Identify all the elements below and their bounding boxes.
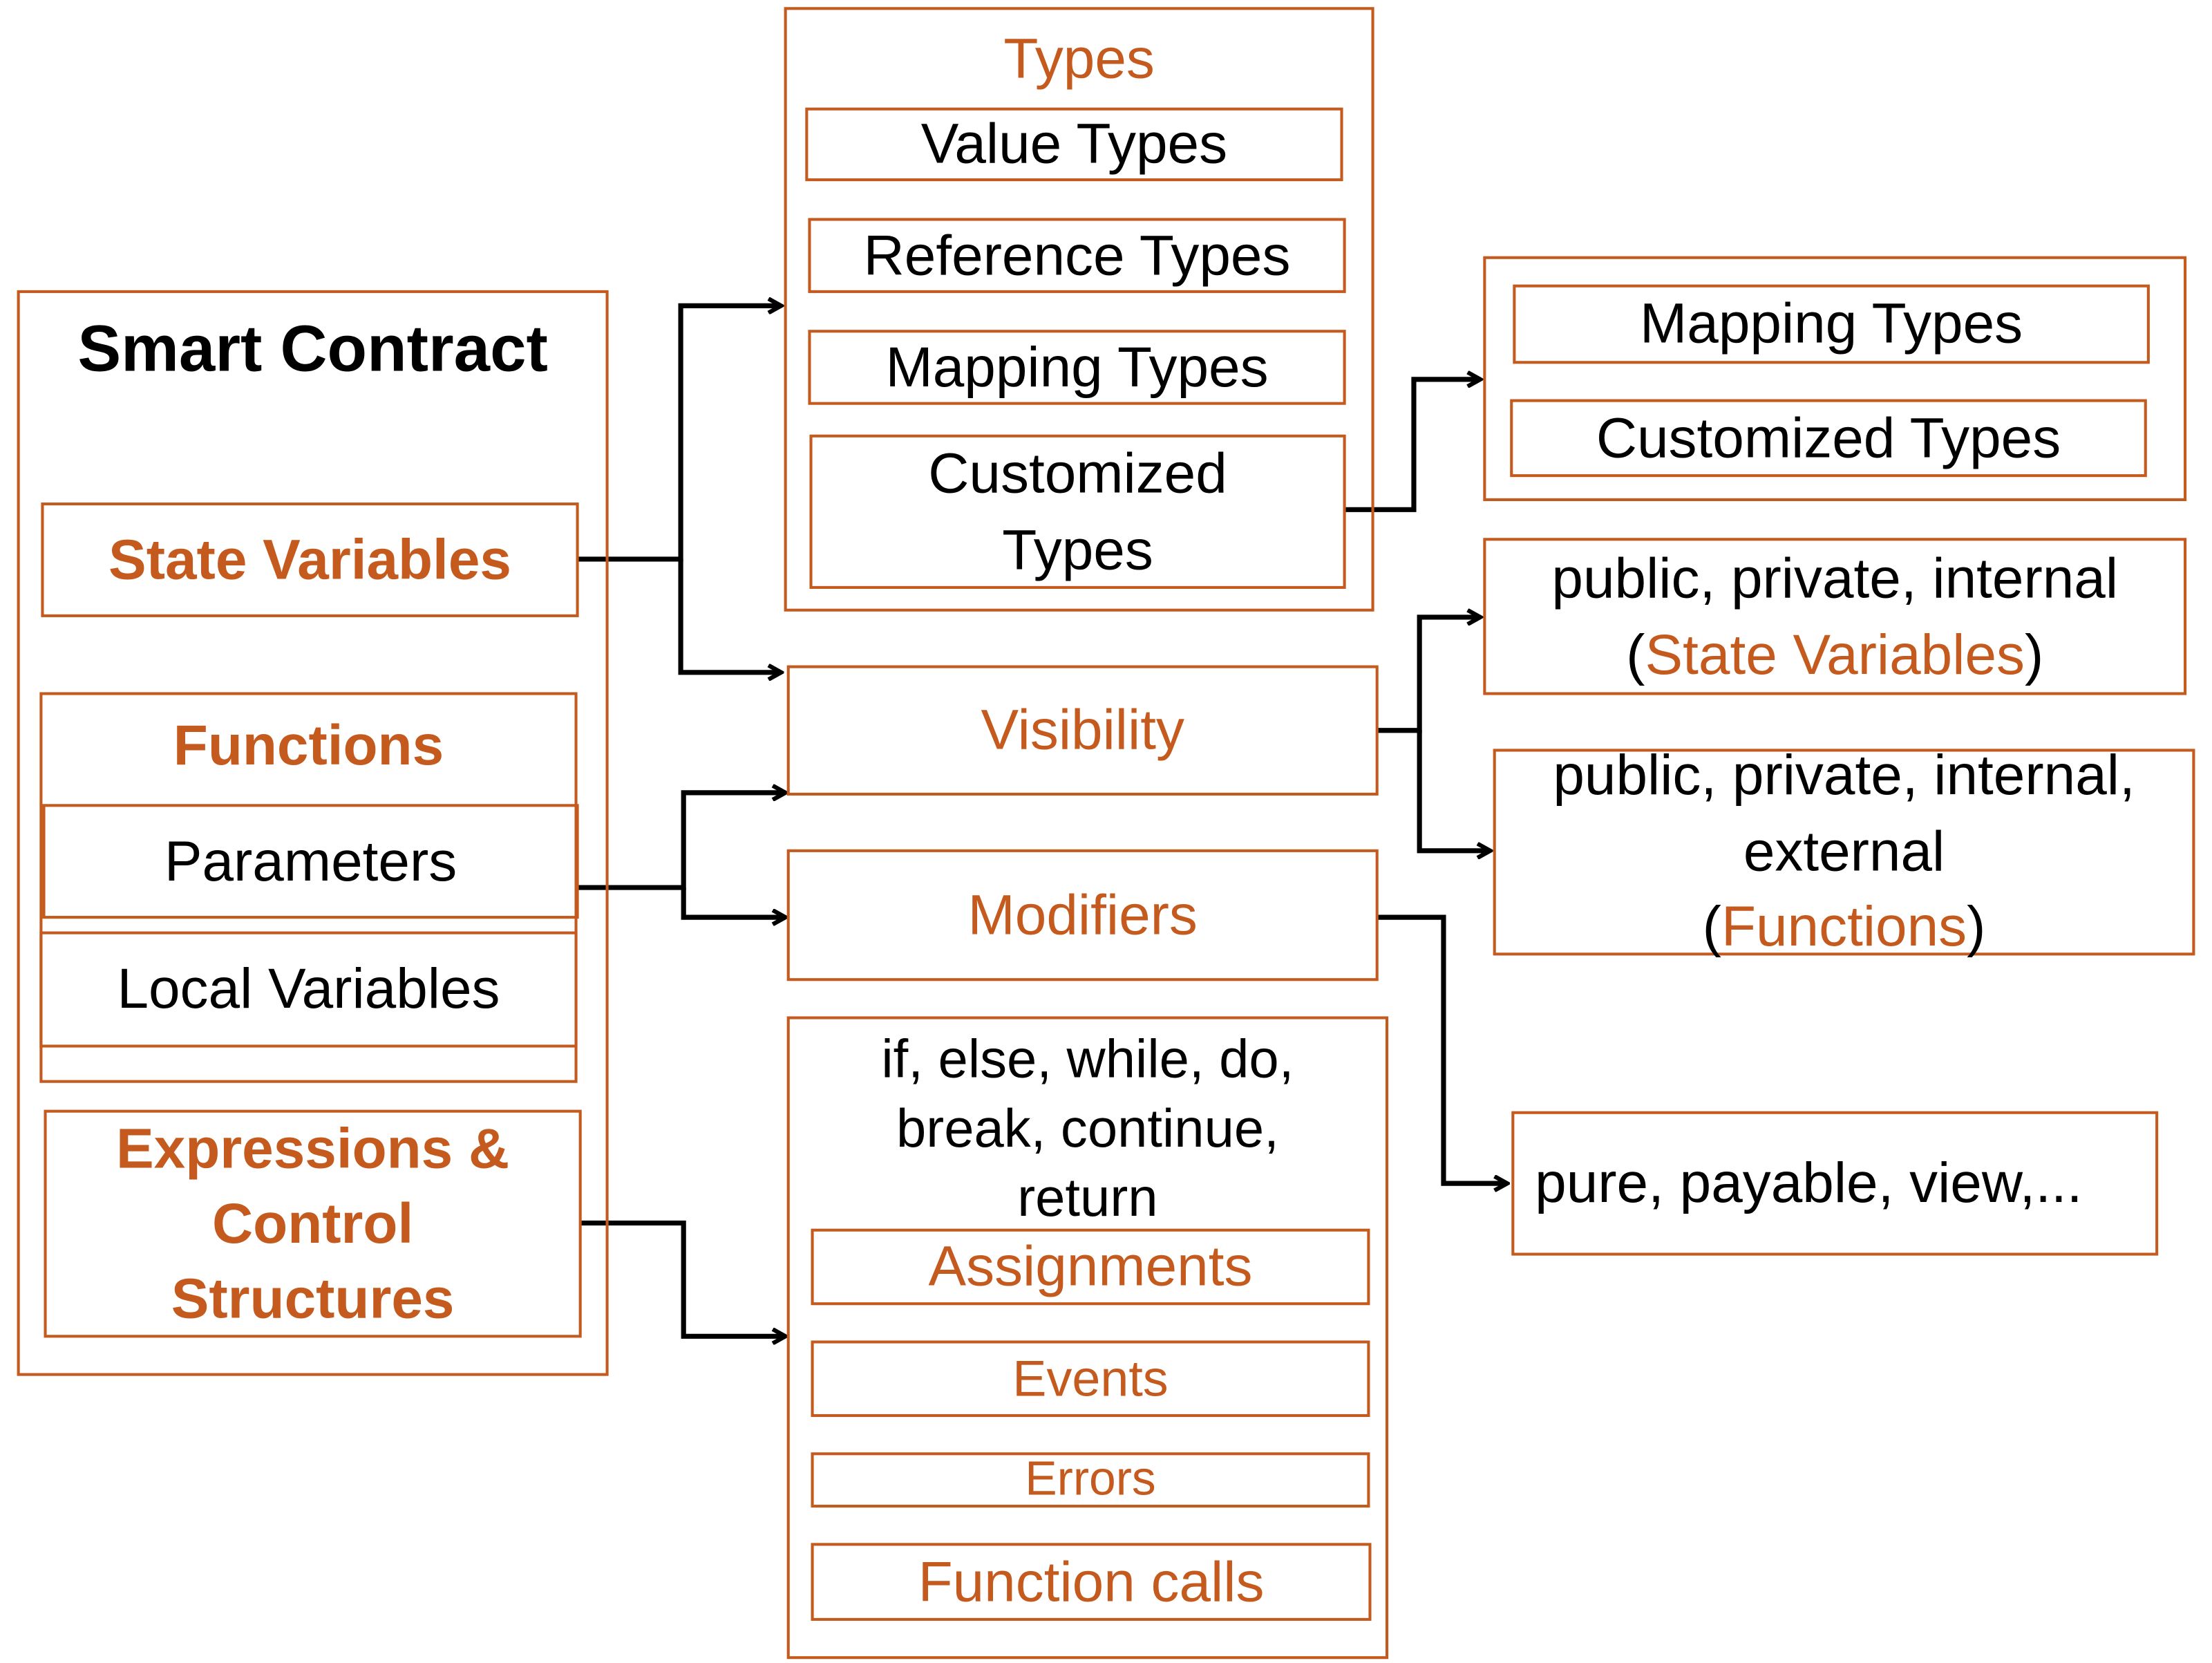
types-title: Types (1003, 28, 1155, 91)
custom-types-detail-container (1483, 256, 2187, 501)
errors-label: Errors (1025, 1451, 1156, 1506)
paren-open: ( (1626, 624, 1645, 687)
customized-types-box (809, 434, 1346, 589)
control-keywords-line2: break, continue, (896, 1100, 1279, 1161)
errors-box (811, 1452, 1370, 1508)
visibility-functions-line1: public, private, internal, (1553, 744, 2135, 807)
arrow-parameters-to-visibility (577, 793, 786, 890)
value-types-label: Value Types (920, 113, 1228, 176)
arrow-parameters-to-modifiers (681, 887, 785, 917)
function-calls-label: Function calls (918, 1550, 1265, 1613)
detail-mapping-types-box (1513, 284, 2150, 364)
modifiers-box (786, 849, 1379, 981)
visibility-state-box (1483, 538, 2187, 695)
value-types-box (805, 107, 1343, 182)
visibility-functions-line3: (Functions) (1493, 889, 2195, 966)
mapping-types-label: Mapping Types (885, 336, 1269, 399)
smart-contract-container (17, 290, 609, 1376)
visibility-box (786, 665, 1379, 796)
expressions-label-line3: Structures (171, 1268, 455, 1331)
arrow-state-to-visibility (678, 558, 781, 673)
detail-mapping-types-label: Mapping Types (1640, 292, 2023, 356)
function-calls-box (811, 1543, 1372, 1621)
state-variables-box (41, 502, 579, 617)
paren-open: ( (1702, 896, 1721, 959)
assignments-box (811, 1228, 1370, 1306)
state-variables-label: State Variables (108, 528, 511, 592)
expressions-label-line2: Control (212, 1193, 414, 1256)
parameters-box (42, 804, 579, 919)
modifiers-detail-box (1511, 1111, 2159, 1256)
arrow-customized-to-detail (1344, 379, 1481, 512)
modifiers-detail-label: pure, payable, view,... (1535, 1152, 2083, 1215)
visibility-state-line1: public, private, internal (1551, 547, 2119, 610)
local-variables-label: Local Variables (117, 958, 500, 1021)
paren-close: ) (2024, 624, 2044, 687)
state-variables-ref: State Variables (1645, 624, 2025, 687)
paren-close: ) (1967, 896, 1986, 959)
customized-types-line2: Types (1002, 519, 1153, 582)
expressions-box (44, 1109, 582, 1338)
arrow-state-to-types (577, 306, 782, 562)
customized-types-line1: Customized (928, 443, 1227, 506)
reference-types-box (808, 218, 1346, 293)
local-variables-box (39, 931, 578, 1048)
visibility-state-line2: (State Variables) (1483, 617, 2186, 694)
visibility-label: Visibility (981, 699, 1184, 762)
arrow-visibility-to-functions (1417, 730, 1490, 851)
control-keywords-line3: return (1017, 1169, 1158, 1230)
functions-label: Functions (173, 715, 444, 778)
visibility-functions-line2: external (1743, 820, 1945, 883)
arrow-expressions-to-control (580, 1220, 786, 1336)
events-label: Events (1012, 1349, 1169, 1407)
arrow-modifiers-to-detail (1377, 914, 1507, 1183)
visibility-functions-box (1493, 749, 2195, 956)
detail-customized-types-box (1510, 399, 2147, 478)
parameters-label: Parameters (164, 830, 457, 893)
expressions-label-line1: Expressions & (116, 1118, 510, 1181)
detail-customized-types-label: Customized Types (1596, 406, 2061, 469)
functions-ref: Functions (1721, 896, 1967, 959)
arrow-visibility-to-state (1377, 617, 1481, 733)
assignments-label: Assignments (928, 1235, 1253, 1299)
reference-types-label: Reference Types (863, 224, 1291, 287)
types-container (784, 7, 1374, 612)
control-keywords-line1: if, else, while, do, (881, 1031, 1294, 1091)
events-box (811, 1340, 1370, 1418)
mapping-types-box (808, 330, 1346, 405)
smart-contract-title: Smart Contract (77, 311, 548, 385)
modifiers-label: Modifiers (967, 883, 1198, 947)
